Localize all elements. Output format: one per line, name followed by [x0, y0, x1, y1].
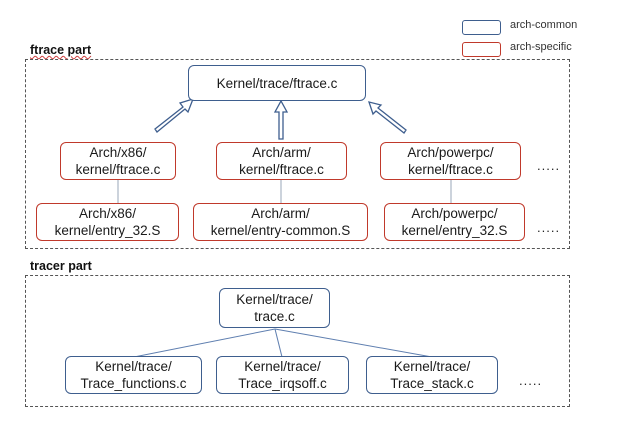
arrow-arm-to-ftrace [273, 99, 289, 140]
node-kernel-trace-trace[interactable]: Kernel/trace/ trace.c [219, 288, 330, 328]
node-trace-stack[interactable]: Kernel/trace/ Trace_stack.c [366, 356, 498, 394]
link-trace-functions [133, 328, 276, 358]
node-kernel-trace-ftrace[interactable]: Kernel/trace/ftrace.c [188, 65, 366, 101]
node-x86-ftrace[interactable]: Arch/x86/ kernel/ftrace.c [60, 142, 176, 180]
node-trace-functions[interactable]: Kernel/trace/ Trace_functions.c [65, 356, 202, 394]
legend-common-swatch [462, 20, 501, 35]
node-x86-entry[interactable]: Arch/x86/ kernel/entry_32.S [36, 203, 179, 241]
link-trace-irqsoff [274, 328, 283, 358]
node-powerpc-ftrace[interactable]: Arch/powerpc/ kernel/ftrace.c [380, 142, 521, 180]
link-trace-stack [274, 328, 433, 358]
entry-more-ellipsis: ..... [537, 220, 561, 235]
node-powerpc-entry[interactable]: Arch/powerpc/ kernel/entry_32.S [384, 203, 525, 241]
legend-specific-swatch [462, 42, 501, 57]
arrow-x86-to-ftrace [154, 97, 195, 133]
ftrace-part-frame [25, 59, 570, 249]
tracer-part-frame [25, 275, 570, 407]
node-trace-irqsoff[interactable]: Kernel/trace/ Trace_irqsoff.c [216, 356, 349, 394]
legend-specific-label: arch-specific [510, 41, 572, 53]
node-arm-entry[interactable]: Arch/arm/ kernel/entry-common.S [193, 203, 368, 241]
tracer-more-ellipsis: ..... [519, 373, 543, 388]
node-arm-ftrace[interactable]: Arch/arm/ kernel/ftrace.c [216, 142, 347, 180]
ftrace-more-ellipsis: ..... [537, 158, 561, 173]
arrow-powerpc-to-ftrace [368, 101, 407, 134]
ftrace-section-title: ftrace part [30, 43, 92, 57]
tracer-section-title: tracer part [30, 259, 92, 273]
legend-common-label: arch-common [510, 19, 578, 31]
